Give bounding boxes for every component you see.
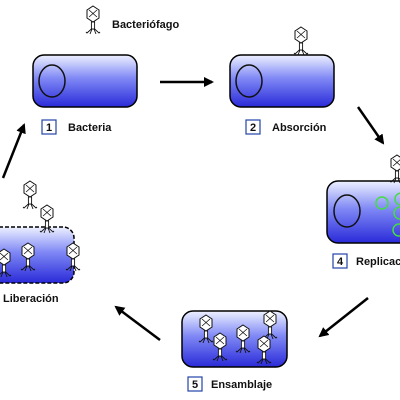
cell-release bbox=[0, 226, 75, 284]
step-label-release: Liberación bbox=[3, 293, 59, 305]
arrow-release-to-bacteria bbox=[1, 123, 26, 179]
step-number-2: 2 bbox=[250, 122, 256, 134]
viral-dna-circle bbox=[393, 206, 400, 220]
phage-injecting-icon bbox=[389, 154, 400, 184]
step-number-5: 5 bbox=[192, 379, 198, 391]
step-number-4: 4 bbox=[337, 256, 344, 268]
viral-dna-circle bbox=[375, 196, 389, 210]
phage-attached-icon bbox=[293, 26, 309, 56]
bacteriophage-legend-icon bbox=[85, 5, 101, 35]
step-number-box-2 bbox=[245, 119, 261, 135]
cell-replication bbox=[326, 180, 400, 244]
step-number-box-5 bbox=[187, 376, 203, 392]
bacteria-nucleoid bbox=[38, 64, 66, 98]
bacteriophage-legend-label: Bacteriófago bbox=[112, 19, 180, 31]
cell-absorption bbox=[229, 54, 335, 108]
viral-dna-circle bbox=[394, 192, 400, 206]
step-label-absorption: Absorción bbox=[272, 122, 327, 134]
step-label-assembly: Ensamblaje bbox=[211, 379, 272, 391]
step-number-1: 1 bbox=[46, 122, 52, 134]
arrow-replication-to-assembly bbox=[318, 297, 369, 338]
cell-bacteria bbox=[32, 54, 138, 108]
step-number-box-4 bbox=[332, 253, 348, 269]
arrow-assembly-to-release bbox=[114, 305, 161, 341]
step-label-replication: Replicación bbox=[356, 256, 400, 268]
arrow-absorption-to-replication bbox=[356, 106, 385, 145]
step-number-box-1 bbox=[41, 119, 57, 135]
step-label-bacteria: Bacteria bbox=[68, 122, 112, 134]
released-phage-icon bbox=[22, 180, 38, 210]
viral-dna-circle bbox=[392, 223, 400, 237]
